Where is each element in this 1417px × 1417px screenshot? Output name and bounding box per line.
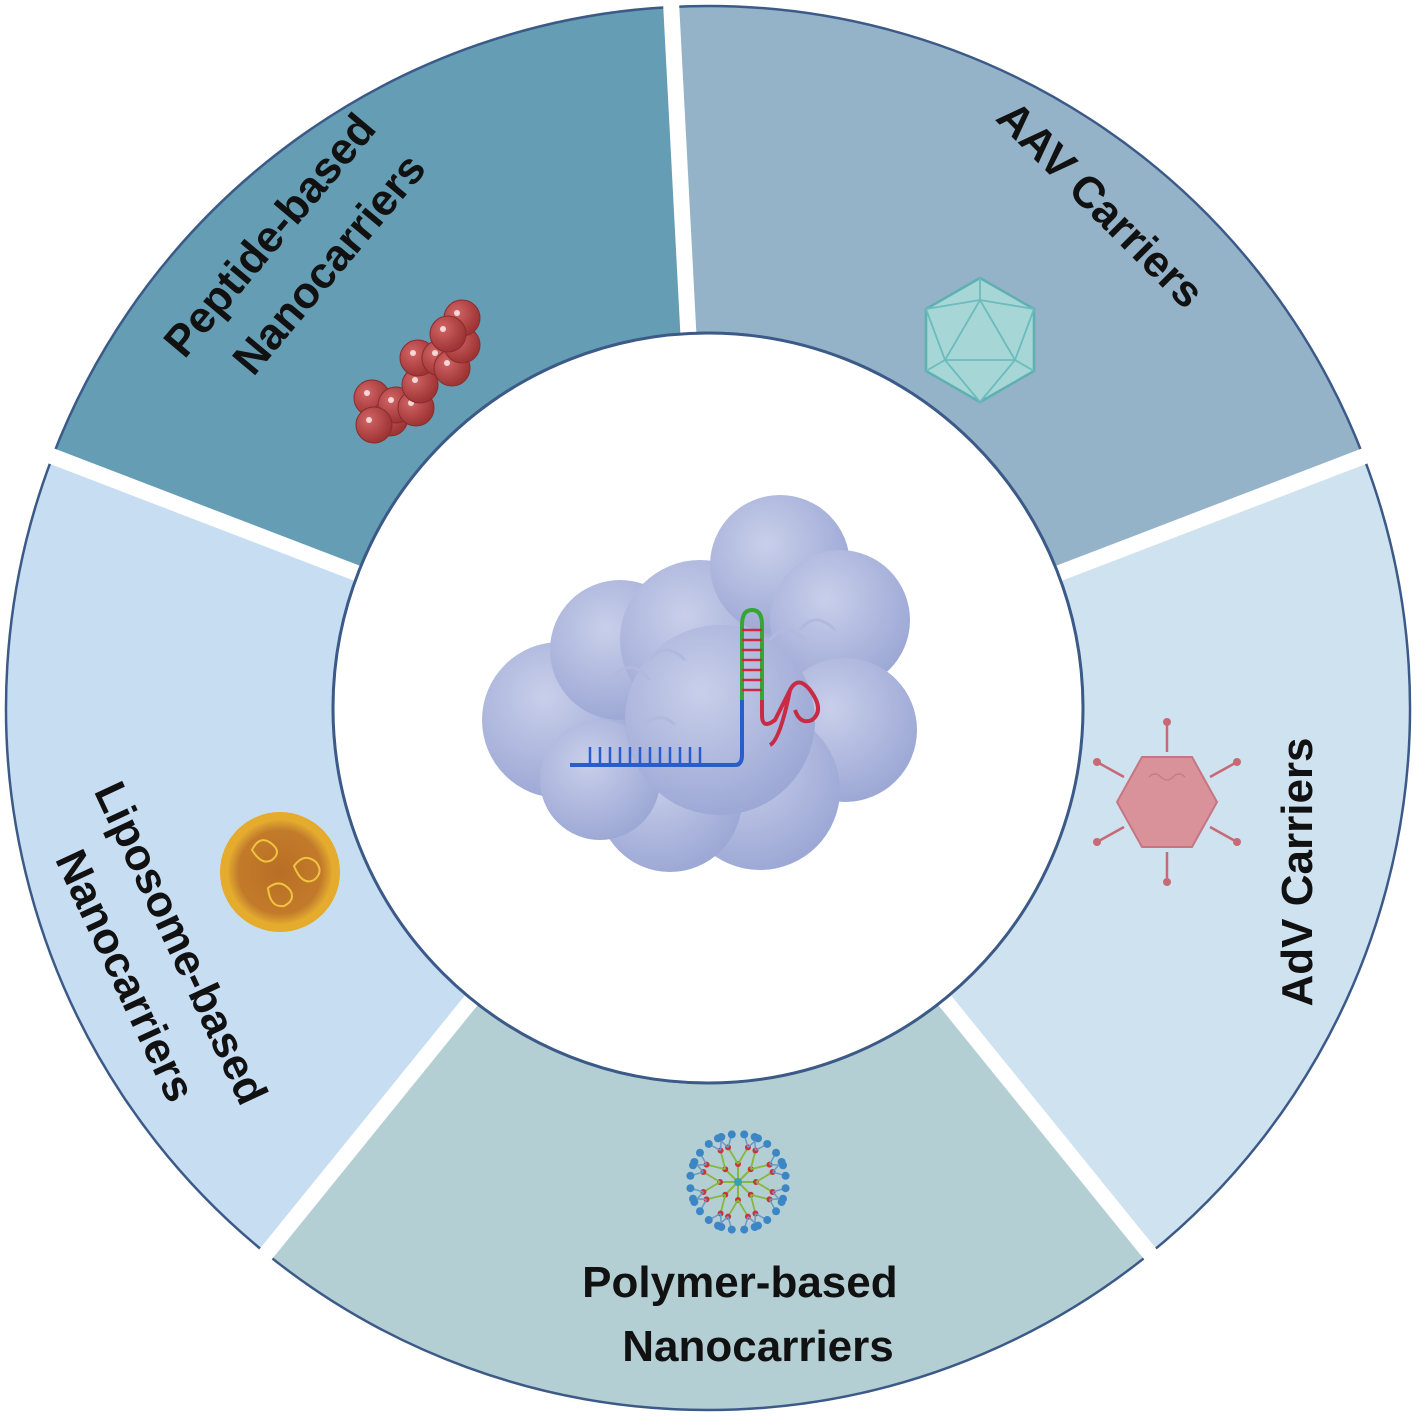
dendrimer-end (686, 1171, 695, 1180)
adenovirus-hexagon-icon (1093, 718, 1241, 886)
dendrimer-end (772, 1148, 781, 1157)
dendrimer-end (740, 1225, 749, 1234)
peptide-bead-highlight (364, 390, 370, 396)
peptide-bead-highlight (440, 326, 446, 332)
peptide-bead-highlight (410, 350, 416, 356)
dendrimer-end (772, 1207, 781, 1216)
peptide-bead-highlight (412, 377, 418, 383)
icosahedron-capsid-icon (924, 276, 1036, 404)
dendrimer-branch (737, 1199, 749, 1218)
dendrimer-end (713, 1134, 722, 1143)
dendrimer-end (763, 1216, 772, 1225)
dendrimer-end (740, 1130, 749, 1139)
dendrimer-end (750, 1132, 759, 1141)
cas9-sgrna-complex-icon (482, 495, 917, 872)
liposome-icon (220, 812, 340, 932)
segment-gap-0 (662, 0, 697, 339)
peptide-chain-icon (353, 299, 481, 444)
segment-gap-3 (253, 990, 482, 1267)
dendrimer-end (754, 1221, 763, 1230)
dendrimer-end (695, 1148, 704, 1157)
dendrimer-node (722, 1191, 729, 1198)
dendrimer-end (688, 1161, 697, 1170)
dendrimer-end (704, 1139, 713, 1148)
dendrimer-polymer-icon (686, 1130, 790, 1234)
dendrimer-end (690, 1198, 699, 1207)
dendrimer-branch (750, 1193, 770, 1201)
dendrimer-branch (755, 1171, 774, 1183)
segment-gap-1 (1050, 445, 1376, 583)
dendrimer-branch (737, 1146, 749, 1165)
dendrimer-end (763, 1139, 772, 1148)
dendrimer-node (747, 1191, 754, 1198)
dendrimer-node (747, 1166, 754, 1173)
dendrimer-branch (702, 1171, 721, 1183)
dendrimer-end (686, 1184, 695, 1193)
peptide-bead-highlight (388, 397, 394, 403)
dendrimer-branch (719, 1150, 727, 1170)
dendrimer-branch (749, 1150, 757, 1170)
segment-gap-4 (40, 445, 366, 583)
dendrimer-end (704, 1216, 713, 1225)
dendrimer-end (779, 1161, 788, 1170)
peptide-bead-highlight (432, 350, 438, 356)
peptide-bead (429, 315, 467, 353)
segment-gap-2 (934, 990, 1163, 1267)
segment-adv-label-line: AdV Carriers (1273, 737, 1322, 1006)
peptide-bead-highlight (366, 417, 372, 423)
dendrimer-branch (706, 1163, 726, 1171)
dendrimer-end (779, 1194, 788, 1203)
dendrimer-end (727, 1225, 736, 1234)
dendrimer-branch (750, 1163, 770, 1171)
dendrimer-end (781, 1171, 790, 1180)
peptide-bead-highlight (444, 360, 450, 366)
dendrimer-core (734, 1178, 742, 1186)
segment-gaps (40, 0, 1376, 1267)
dendrimer-branch (755, 1181, 774, 1193)
dendrimer-end (781, 1184, 790, 1193)
segment-polymer-label: Polymer-based Nanocarriers (582, 1258, 910, 1371)
dendrimer-end (717, 1223, 726, 1232)
dendrimer-branch (727, 1199, 739, 1218)
dendrimer-branch (719, 1194, 727, 1214)
peptide-bead-highlight (454, 310, 460, 316)
dendrimer-end (727, 1130, 736, 1139)
dendrimer-branch (702, 1181, 721, 1193)
dendrimer-branch (749, 1194, 757, 1214)
segment-adv-label: AdV Carriers (1273, 737, 1322, 1006)
segment-polymer-label-line-2: Nanocarriers (622, 1322, 893, 1371)
dendrimer-branch (706, 1193, 726, 1201)
dendrimer-end (695, 1207, 704, 1216)
peptide-bead (355, 406, 393, 444)
dendrimer-node (722, 1166, 729, 1173)
dendrimer-branch (727, 1146, 739, 1165)
segment-polymer-label-line-1: Polymer-based (582, 1258, 897, 1307)
